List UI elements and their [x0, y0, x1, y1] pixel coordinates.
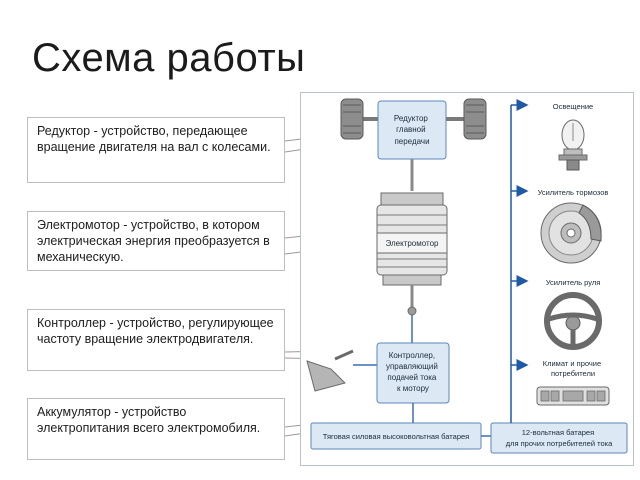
callout-motor: Электромотор - устройство, в котором эле…: [27, 211, 285, 271]
main-battery-label: Тяговая силовая высоковольтная батарея: [323, 432, 469, 441]
callout-text: - устройство, регулирующее частоту враще…: [37, 316, 274, 346]
headlight-bulb-icon: [558, 119, 588, 171]
controller-label: Контроллер, управляющий подачей тока к м…: [386, 351, 440, 393]
callout-battery: Аккумулятор - устройство электропитания …: [27, 398, 285, 460]
consumer-label-climate: Климат и прочие потребители: [543, 359, 604, 378]
callout-reducer: Редуктор - устройство, передающее вращен…: [27, 117, 285, 183]
steering-wheel-icon: [544, 292, 602, 350]
callout-text: - устройство, в котором электрическая эн…: [37, 218, 270, 264]
electric-motor: [376, 192, 448, 316]
ev-diagram-canvas: Редуктор главной передачи Электромотор: [306, 98, 628, 454]
power-bus: [510, 99, 529, 423]
callout-text: - устройство электропитания всего электр…: [37, 405, 261, 435]
callout-controller: Контроллер - устройство, регулирующее ча…: [27, 309, 285, 371]
consumer-label-steering: Усилитель руля: [546, 278, 601, 287]
callout-term: Аккумулятор: [37, 405, 111, 419]
callout-term: Электромотор: [37, 218, 120, 232]
aux-battery-label: 12-вольтная батарея для прочих потребите…: [506, 428, 613, 448]
consumer-label-lighting: Освещение: [553, 102, 593, 111]
callout-term: Контроллер: [37, 316, 106, 330]
consumer-label-brakes: Усилитель тормозов: [538, 188, 609, 197]
climate-panel-icon: [536, 386, 610, 406]
callout-text: - устройство, передающее вращение двигат…: [37, 124, 271, 154]
callout-term: Редуктор: [37, 124, 91, 138]
aux-battery-box: [490, 422, 628, 454]
brake-disc-icon: [540, 202, 602, 264]
slide-title: Схема работы: [32, 36, 306, 80]
motor-label: Электромотор: [386, 239, 440, 248]
ev-diagram: Редуктор главной передачи Электромотор: [300, 92, 634, 466]
reducer-label: Редуктор главной передачи: [394, 114, 430, 146]
axle-wheels: [340, 98, 487, 140]
accelerator-pedal-icon: [306, 349, 377, 392]
